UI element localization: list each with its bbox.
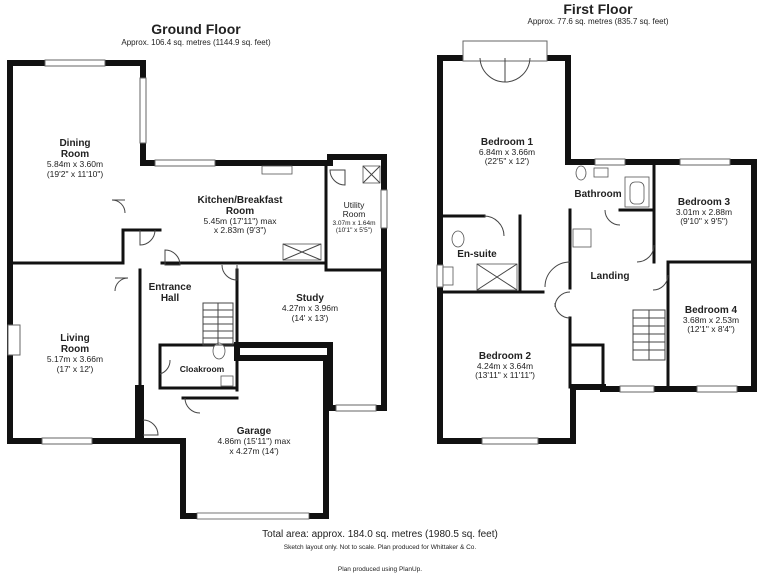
living-name-2: Room [61, 344, 89, 355]
window-landing [619, 385, 655, 393]
toilet-icon [212, 342, 226, 360]
door-cloakroom [159, 359, 171, 375]
balcony-doors [479, 57, 531, 83]
bedroom1-dims-m: 6.84m x 3.66m [479, 147, 535, 157]
study-name-1: Study [296, 293, 324, 304]
window-living [41, 437, 93, 445]
appliance-cross-b [362, 165, 381, 184]
door-study [221, 264, 238, 281]
ground-floor-title: Ground Floor [151, 21, 241, 37]
bedroom4-dims-m: 3.68m x 2.53m [683, 315, 739, 325]
door-ensuite [483, 215, 505, 237]
study-dims-m: 4.27m x 3.96m [282, 303, 338, 313]
door-bed4 [652, 274, 669, 291]
bedroom2-dims-m: 4.24m x 3.64m [477, 361, 533, 371]
utility-dims-m: 3.07m x 1.64m [333, 220, 376, 227]
ensuite-toilet-icon [451, 230, 465, 248]
door-dining [111, 199, 126, 214]
ground-floor-area: Approx. 106.4 sq. metres (1144.9 sq. fee… [121, 38, 271, 47]
bath-basin-icon [629, 181, 645, 205]
door-kitchen [164, 249, 181, 266]
bathroom-toilet-icon [575, 165, 587, 181]
first-floor-title: First Floor [563, 1, 633, 17]
first-floor-plan: First Floor Approx. 77.6 sq. metres (835… [436, 1, 757, 445]
cloakroom-name: Cloakroom [180, 364, 225, 374]
kitchen-dims-ft: x 2.83m (9'3") [214, 225, 267, 235]
bedroom4-name: Bedroom 4 [685, 305, 738, 316]
living-dims-ft: (17' x 12') [57, 364, 94, 374]
first-floor-area: Approx. 77.6 sq. metres (835.7 sq. feet) [528, 17, 669, 26]
kitchen-sink-icon [261, 165, 293, 175]
ground-stairs-icon [202, 302, 234, 346]
bedroom4-dims-ft: (12'1" x 8'4") [687, 324, 735, 334]
window-bathroom [594, 158, 626, 166]
window-bed3 [679, 158, 731, 166]
door-bed1 [544, 261, 571, 288]
ensuite-basin-icon [442, 266, 454, 286]
door-bed2 [554, 302, 571, 319]
hob-cross-b [282, 243, 322, 261]
bedroom3-dims-ft: (9'10" x 9'5") [680, 216, 728, 226]
study-dims-ft: (14' x 13') [292, 313, 329, 323]
utility-name-2: Room [343, 209, 366, 219]
bathroom-name: Bathroom [574, 189, 621, 200]
ground-floor-plan: Ground Floor Approx. 106.4 sq. metres (1… [7, 21, 388, 520]
plan-credit: Plan produced using PlanUp. [338, 566, 422, 573]
dining-dims-ft: (19'2" x 11'10") [47, 169, 104, 179]
living-dims-m: 5.17m x 3.66m [47, 354, 103, 364]
fireplace [7, 324, 21, 356]
entrance-name-2: Hall [161, 293, 180, 304]
total-area: Total area: approx. 184.0 sq. metres (19… [262, 529, 498, 540]
door-bathroom [604, 209, 621, 226]
window-study [335, 404, 377, 412]
entrance-name-1: Entrance [149, 282, 192, 293]
bedroom3-dims-m: 3.01m x 2.88m [676, 207, 732, 217]
window-bed2 [481, 437, 539, 445]
kitchen-name-2: Room [226, 206, 254, 217]
landing-name: Landing [591, 271, 630, 282]
bedroom2-dims-ft: (13'11" x 11'11") [475, 370, 535, 380]
disclaimer-note: Sketch layout only. Not to scale. Plan p… [284, 544, 477, 551]
ground-floor-outer-walls [7, 60, 387, 519]
window-kitchen [154, 159, 216, 167]
bathroom-shower-icon [572, 228, 592, 248]
living-name-1: Living [60, 333, 89, 344]
door-living [114, 277, 129, 292]
bedroom1-dims-ft: (22'5" x 12') [485, 156, 530, 166]
ensuite-name: En-suite [457, 249, 497, 260]
door-front [142, 419, 159, 436]
garage-dims-ft: x 4.27m (14') [229, 446, 279, 456]
kitchen-dims-m: 5.45m (17'11") max [204, 216, 278, 226]
window-ensuite [436, 264, 444, 288]
window-utility [380, 189, 388, 229]
door-utility [329, 169, 346, 186]
utility-name-1: Utility [344, 200, 366, 210]
bedroom3-name: Bedroom 3 [678, 197, 731, 208]
window-dining-side [139, 77, 147, 144]
bedroom2-name: Bedroom 2 [479, 351, 532, 362]
first-stairs-icon [632, 309, 666, 361]
bathroom-sink-icon [593, 167, 609, 178]
dining-name-2: Room [61, 149, 89, 160]
door-garage [184, 397, 201, 414]
window-bed4 [696, 385, 738, 393]
garage-dims-m: 4.86m (15'11") max [218, 436, 292, 446]
door-bed3 [636, 244, 655, 263]
bedroom1-name: Bedroom 1 [481, 137, 534, 148]
door-landing-left [554, 291, 571, 308]
window-dining-top [44, 59, 106, 67]
shower-cross-b [476, 263, 518, 291]
dining-name-1: Dining [59, 138, 90, 149]
dining-dims-m: 5.84m x 3.60m [47, 159, 103, 169]
garage-door [196, 512, 310, 520]
garage-name-1: Garage [237, 426, 272, 437]
cloak-basin-icon [220, 375, 234, 387]
door-hall-cupboard [139, 229, 156, 246]
utility-dims-ft: (10'1" x 5'5") [336, 227, 372, 234]
kitchen-name-1: Kitchen/Breakfast [197, 195, 283, 206]
